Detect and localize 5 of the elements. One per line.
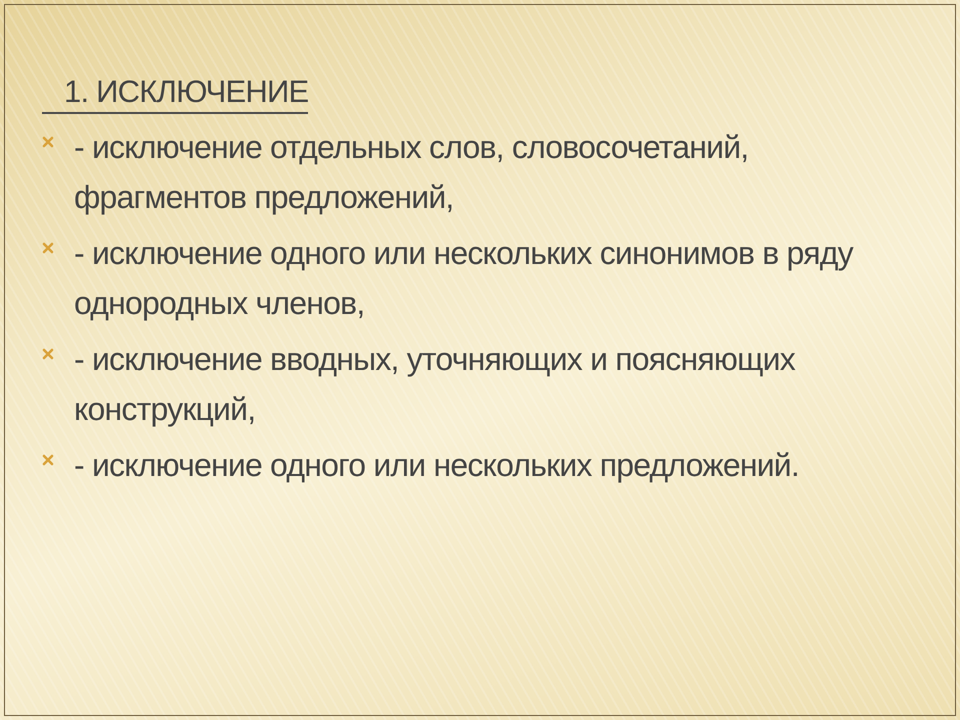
slide-title: 1. ИСКЛЮЧЕНИЕ xyxy=(42,72,308,114)
bullet-text: - исключение вводных, уточняющих и поясняющих конструкций, xyxy=(74,340,796,429)
bullet-text: - исключение одного или нескольких синонимов в ряду однородных членов, xyxy=(74,234,854,323)
bullet-text: - исключение отдельных слов, словосочетаний, фрагментов предложений, xyxy=(74,128,750,217)
bullet-text: - исключение одного или нескольких предложений. xyxy=(74,446,800,485)
